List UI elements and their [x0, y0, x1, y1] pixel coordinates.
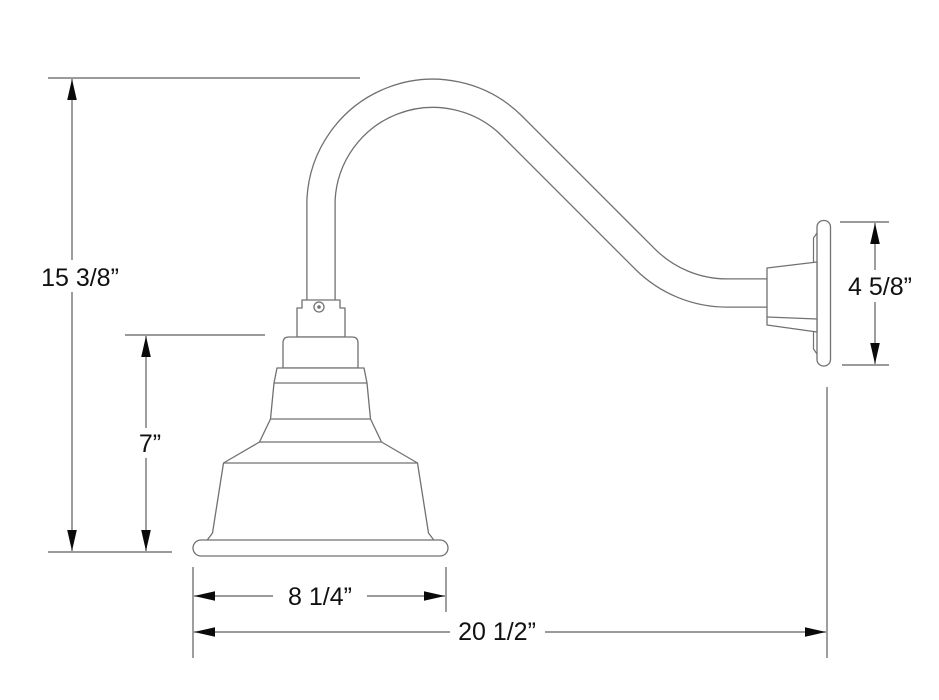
label-mask [30, 260, 130, 292]
dimension-label-shade-diameter: 8 1/4” [288, 583, 352, 611]
wall-backplate [816, 219, 832, 367]
shade-rim [192, 539, 449, 557]
lamp-shade [192, 299, 449, 557]
mount-collar-seam [766, 316, 818, 320]
arrowhead-down-icon [141, 530, 151, 551]
arrowhead-left-icon [194, 627, 215, 637]
shade-body [205, 367, 436, 542]
dimension-label-backplate-height: 4 5/8” [848, 273, 912, 301]
dimension-label-shade-height: 7” [139, 430, 161, 458]
dimension-shade-height: 7” [125, 334, 265, 551]
shade-cap [282, 336, 359, 369]
dimension-backplate-height: 4 5/8” [840, 221, 917, 366]
gooseneck-arm-outline [306, 78, 792, 312]
fixture-drawing [192, 78, 832, 557]
swivel-screw-center-icon [317, 305, 321, 309]
dimension-label-overall-projection: 20 1/2” [458, 618, 536, 646]
arrowhead-right-icon [805, 627, 826, 637]
arrowhead-up-icon [67, 79, 77, 100]
gooseneck-arm [306, 78, 792, 312]
label-mask [450, 615, 545, 648]
dimension-shade-diameter: 8 1/4” [192, 567, 447, 658]
dimension-overall-projection: 20 1/2” [194, 387, 828, 658]
arrowhead-left-icon [194, 591, 215, 601]
arrowhead-right-icon [424, 591, 445, 601]
arrowhead-up-icon [141, 336, 151, 357]
dimension-overall-height: 15 3/8” [30, 77, 360, 553]
arrowhead-down-icon [67, 530, 77, 551]
arrowhead-down-icon [870, 343, 880, 364]
label-mask [843, 270, 917, 302]
label-mask [273, 580, 367, 612]
wall-mount [766, 219, 832, 367]
gooseneck-arm-body [307, 79, 792, 312]
dimension-label-overall-height: 15 3/8” [41, 264, 119, 292]
mount-collar [766, 261, 818, 333]
arrowhead-up-icon [870, 223, 880, 244]
label-mask [131, 428, 169, 458]
